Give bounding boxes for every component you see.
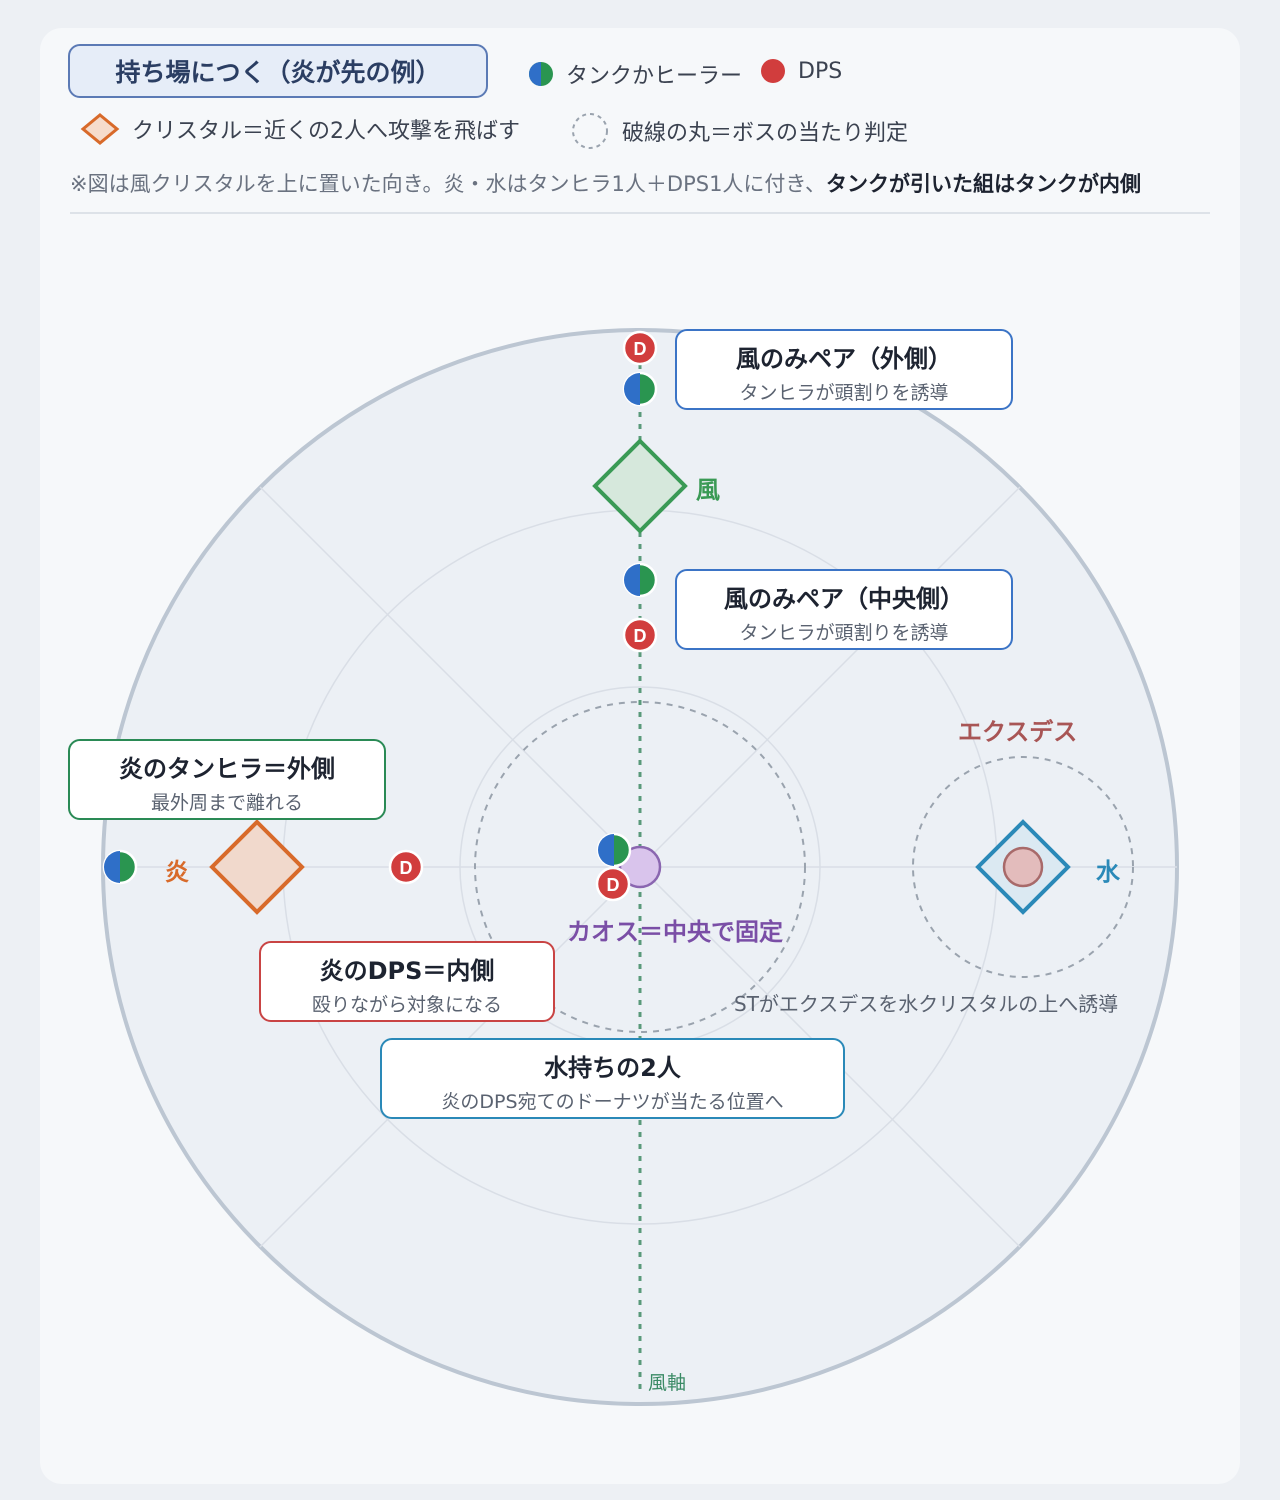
svg-text:D: D — [634, 626, 647, 646]
callout-subtitle: 炎のDPS宛てのドーナツが当たる位置へ — [441, 1091, 784, 1113]
dashed-circle-icon — [572, 113, 608, 149]
dps-marker: D — [622, 330, 658, 366]
callout-title: 風のみペア（中央側） — [724, 585, 964, 613]
tank-healer-icon — [529, 62, 553, 86]
fire-crystal — [209, 819, 305, 915]
th-marker — [102, 849, 138, 885]
st-note: STがエクスデスを水クリスタルの上へ誘導 — [734, 992, 1119, 1016]
fire-crystal-label: 炎 — [165, 858, 189, 886]
wind-crystal-label: 風 — [696, 476, 720, 504]
chaos-label: カオス＝中央で固定 — [567, 918, 783, 946]
legend-hitbox-label: 破線の丸＝ボスの当たり判定 — [622, 121, 909, 146]
dps-marker: D — [595, 866, 631, 902]
callout-title: 水持ちの2人 — [544, 1054, 681, 1082]
callout-fire-tank-healer: 炎のタンヒラ＝外側 最外周まで離れる — [68, 739, 386, 820]
legend-dps: DPS — [760, 58, 842, 84]
dps-marker: D — [622, 617, 658, 653]
callout-title: 風のみペア（外側） — [736, 345, 952, 373]
legend-tank-healer-label: タンクかヒーラー — [566, 64, 743, 89]
callout-subtitle: タンヒラが頭割りを誘導 — [739, 622, 949, 644]
orientation-note: ※図は風クリスタルを上に置いた向き。炎・水はタンヒラ1人＋DPS1人に付き、タン… — [70, 168, 1141, 198]
legend-dps-label: DPS — [798, 58, 843, 84]
legend-tank-healer: タンクかヒーラー — [528, 58, 742, 90]
callout-wind-outer: 風のみペア（外側） タンヒラが頭割りを誘導 — [675, 329, 1013, 410]
exdeath-boss — [1002, 846, 1044, 888]
svg-text:D: D — [634, 339, 647, 359]
wind-axis-label: 風軸 — [648, 1372, 687, 1394]
exdeath-hitbox — [912, 756, 1134, 978]
callout-subtitle: タンヒラが頭割りを誘導 — [739, 382, 949, 404]
callout-title: 炎のDPS＝内側 — [319, 957, 495, 985]
legend-hitbox: 破線の丸＝ボスの当たり判定 — [570, 111, 908, 151]
wind-crystal — [592, 438, 688, 534]
exdeath-label: エクスデス — [958, 718, 1078, 746]
th-marker — [622, 562, 658, 598]
note-prefix: ※図は風クリスタルを上に置いた向き。炎・水はタンヒラ1人＋DPS1人に付き、 — [70, 172, 826, 196]
header-divider — [70, 212, 1210, 214]
dps-marker: D — [388, 849, 424, 885]
callout-subtitle: 最外周まで離れる — [150, 792, 303, 814]
callout-wind-inner: 風のみペア（中央側） タンヒラが頭割りを誘導 — [675, 569, 1013, 650]
callout-water-pair: 水持ちの2人 炎のDPS宛てのドーナツが当たる位置へ — [380, 1038, 845, 1119]
callout-fire-dps: 炎のDPS＝内側 殴りながら対象になる — [259, 941, 555, 1022]
th-marker — [596, 832, 632, 868]
crystal-icon — [80, 113, 120, 145]
svg-text:D: D — [400, 858, 413, 878]
note-bold: タンクが引いた組はタンクが内側 — [825, 172, 1141, 196]
legend-crystal: クリスタル＝近くの2人へ攻撃を飛ばす — [80, 113, 520, 145]
diagram-title: 持ち場につく（炎が先の例） — [68, 44, 488, 98]
dps-icon — [761, 59, 785, 83]
svg-text:D: D — [607, 875, 620, 895]
chaos-boss — [618, 845, 662, 889]
th-marker — [622, 371, 658, 407]
legend-crystal-label: クリスタル＝近くの2人へ攻撃を飛ばす — [132, 119, 520, 144]
callout-subtitle: 殴りながら対象になる — [311, 994, 502, 1016]
callout-title: 炎のタンヒラ＝外側 — [119, 755, 335, 783]
chaos-hitbox — [474, 701, 806, 1033]
water-crystal-label: 水 — [1096, 858, 1120, 886]
